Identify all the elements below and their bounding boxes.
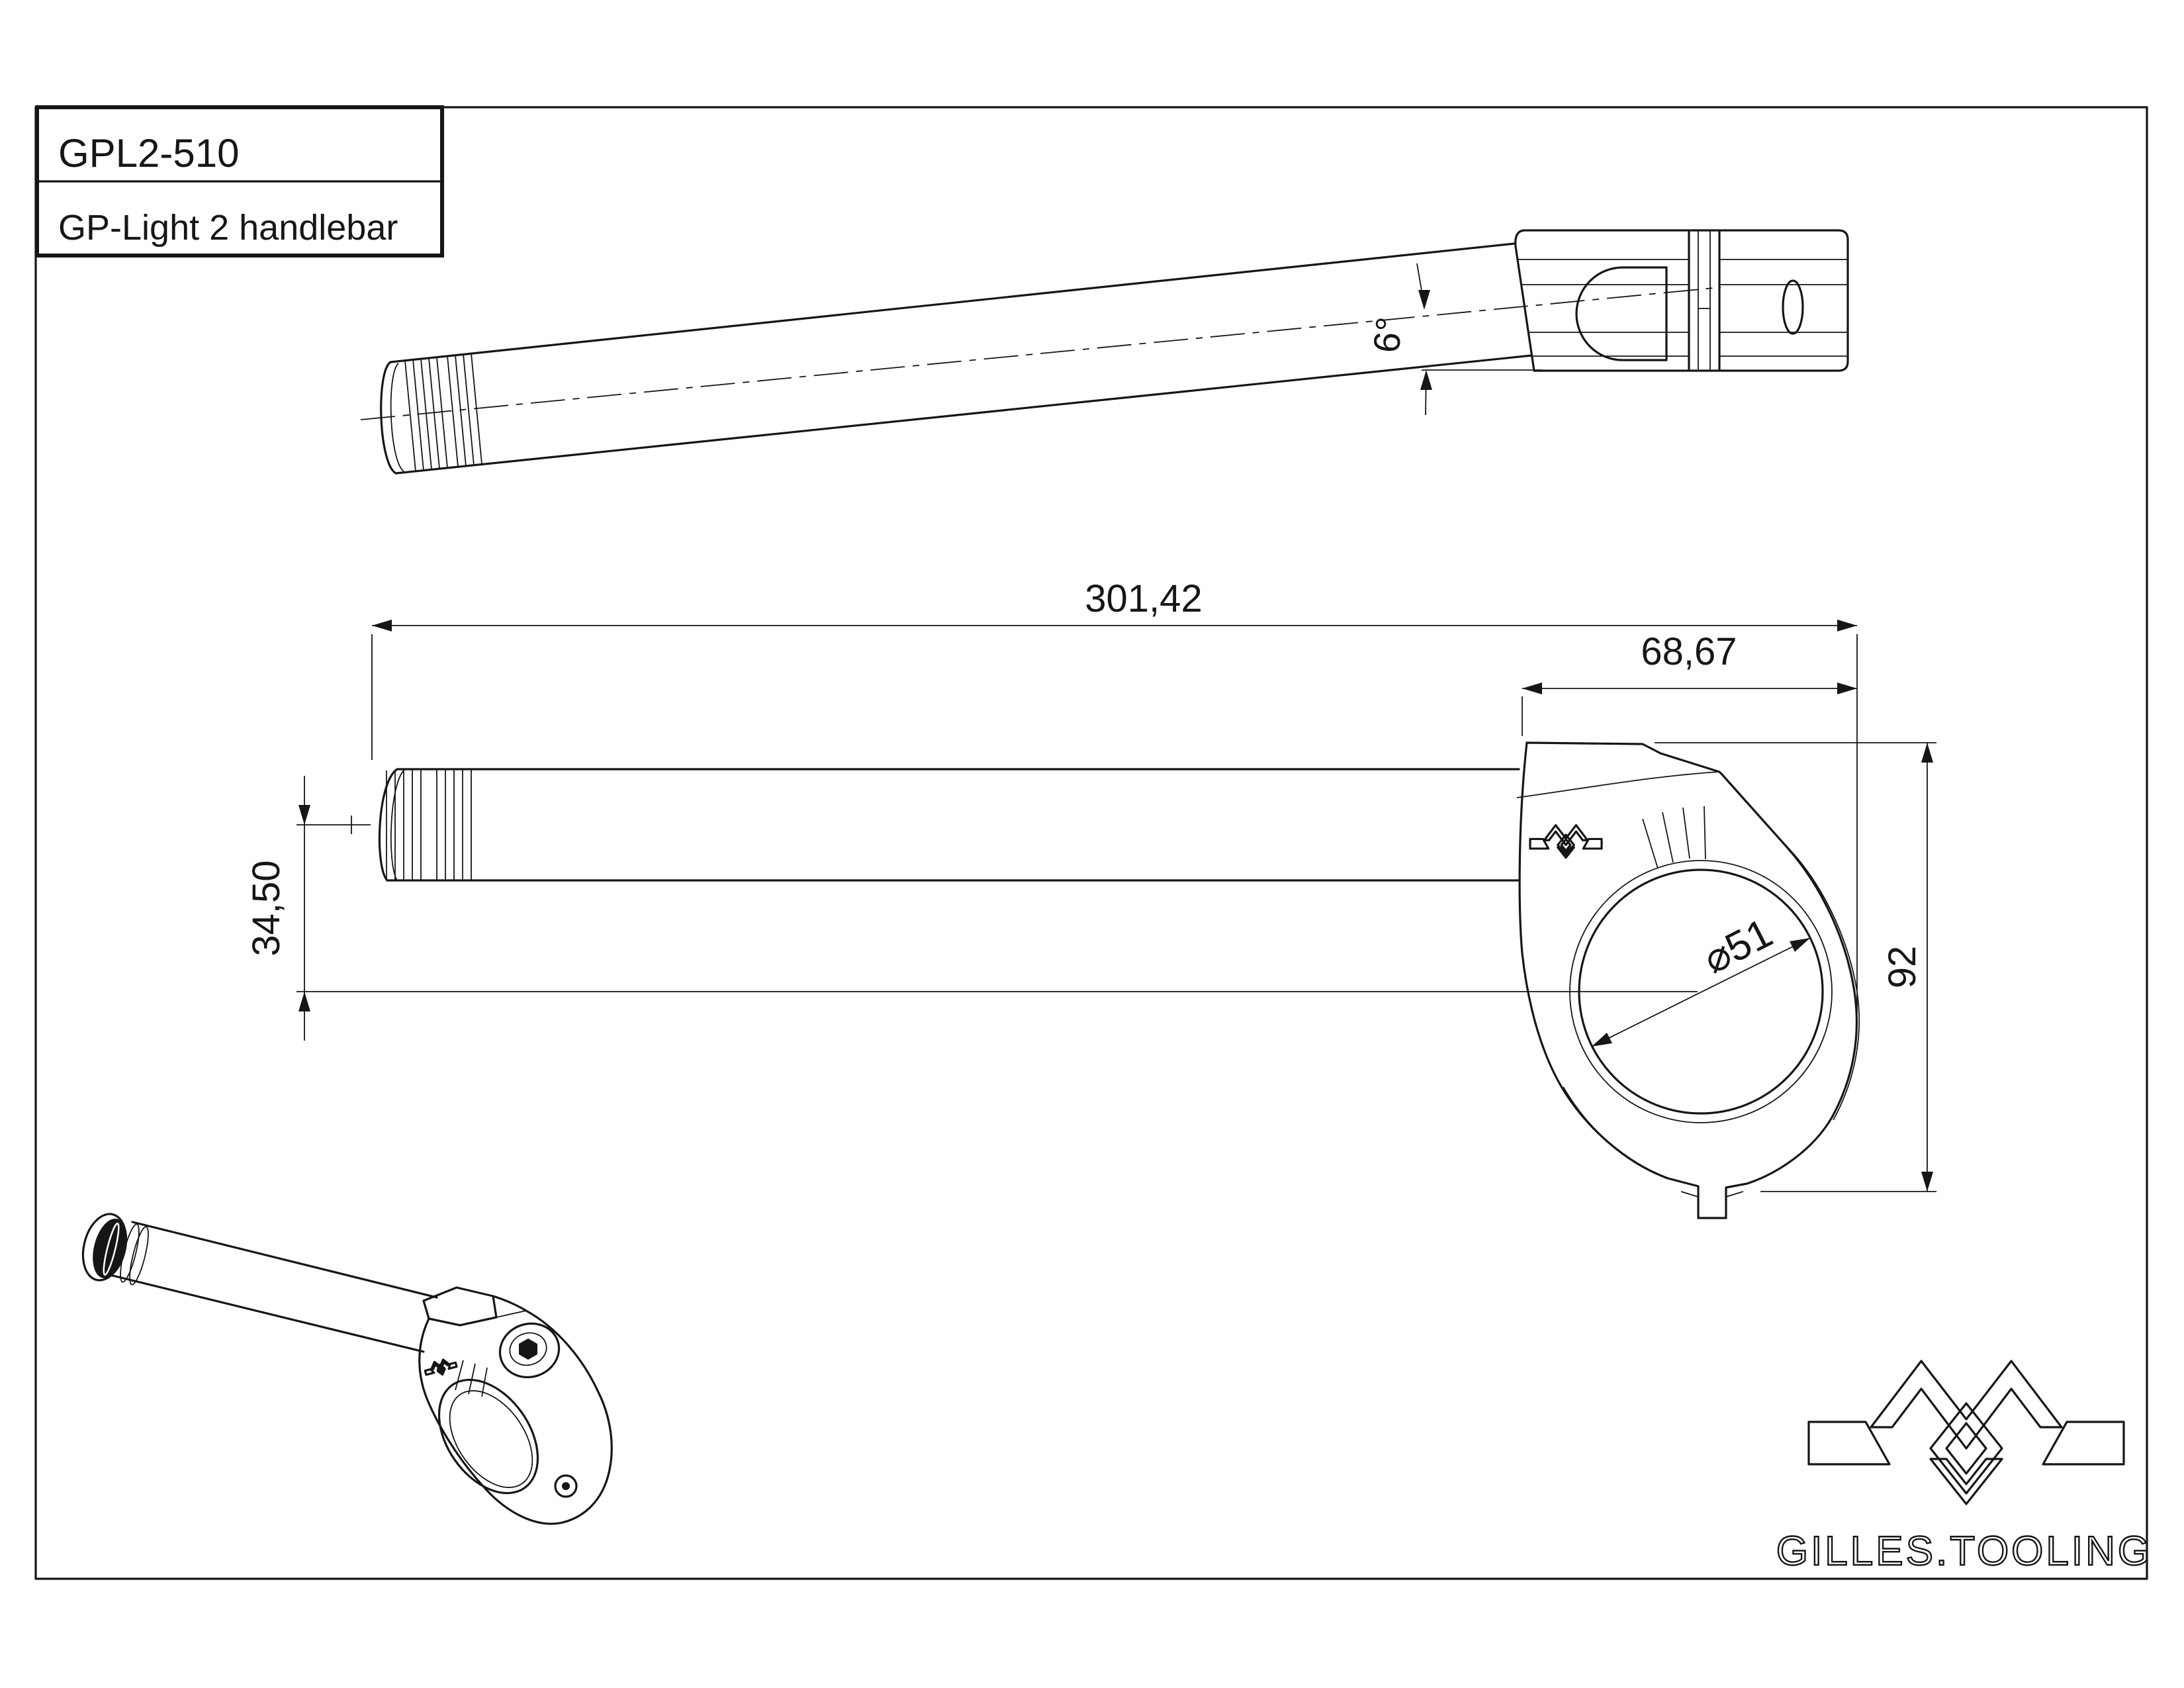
handlebar-tube-top-view	[360, 242, 1721, 475]
dimension-overall-length: 301,42	[371, 577, 1858, 1013]
clamp-width-label: 68,67	[1641, 630, 1737, 673]
iso-bolt-boss	[498, 1322, 561, 1379]
clamp-top-view	[1514, 229, 1849, 372]
brand-wordmark: GILLES.TOOLING	[1776, 1528, 2152, 1574]
iso-bolt-hex-socket	[519, 1338, 537, 1360]
iso-pinch-bolt	[554, 1474, 578, 1498]
angle-label: 6°	[1365, 315, 1410, 355]
iso-bar-end-cap	[93, 1218, 127, 1279]
gilles-monogram-icon	[1807, 1360, 2125, 1505]
front-view: 301,42 68,67 34,50	[245, 577, 1936, 1219]
part-number: GPL2-510	[58, 131, 240, 175]
engraved-logo-iso	[423, 1356, 458, 1379]
isometric-view	[81, 1213, 613, 1525]
iso-clamp	[418, 1286, 613, 1525]
handlebar-tube-front-view	[378, 768, 1520, 882]
dimension-bore-diameter: ⌀51	[1591, 910, 1811, 1047]
angle-arrow-top	[1418, 290, 1430, 310]
dimension-clamp-height: 92	[1655, 742, 1936, 1192]
clamp-side-hole	[1782, 279, 1804, 335]
knurl-ribs-top	[404, 353, 482, 472]
title-block: GPL2-510 GP-Light 2 handlebar	[35, 105, 444, 258]
dimension-clamp-width: 68,67	[1522, 630, 1857, 736]
part-name: GP-Light 2 handlebar	[58, 208, 398, 248]
bore-diameter-label: ⌀51	[1696, 910, 1780, 983]
iso-clamp-bore	[437, 1378, 539, 1495]
tube-centerline	[360, 287, 1721, 420]
dimension-bar-drop: 34,50	[245, 776, 1698, 1041]
clamp-slash-marks	[1642, 806, 1706, 869]
overall-length-label: 301,42	[1085, 577, 1202, 620]
bar-drop-label: 34,50	[245, 860, 288, 956]
angle-arrow-bottom	[1420, 370, 1432, 390]
iso-clamp-outline	[418, 1295, 613, 1525]
top-view: 6°	[360, 229, 1849, 475]
angle-dimension: 6°	[1365, 263, 1542, 416]
clamp-front-view	[1516, 741, 1860, 1219]
drawing-frame	[34, 106, 2148, 1580]
brand-logo: GILLES.TOOLING	[1776, 1360, 2152, 1575]
engraved-logo-front	[1529, 825, 1602, 858]
clamp-outline	[1518, 741, 1858, 1219]
clamp-boss	[1575, 266, 1668, 361]
iso-tube	[81, 1213, 438, 1353]
knurl-ribs-front	[386, 769, 472, 880]
frame-border	[34, 106, 2148, 1580]
iso-slash-marks	[455, 1360, 488, 1397]
clamp-height-label: 92	[1881, 946, 1924, 989]
